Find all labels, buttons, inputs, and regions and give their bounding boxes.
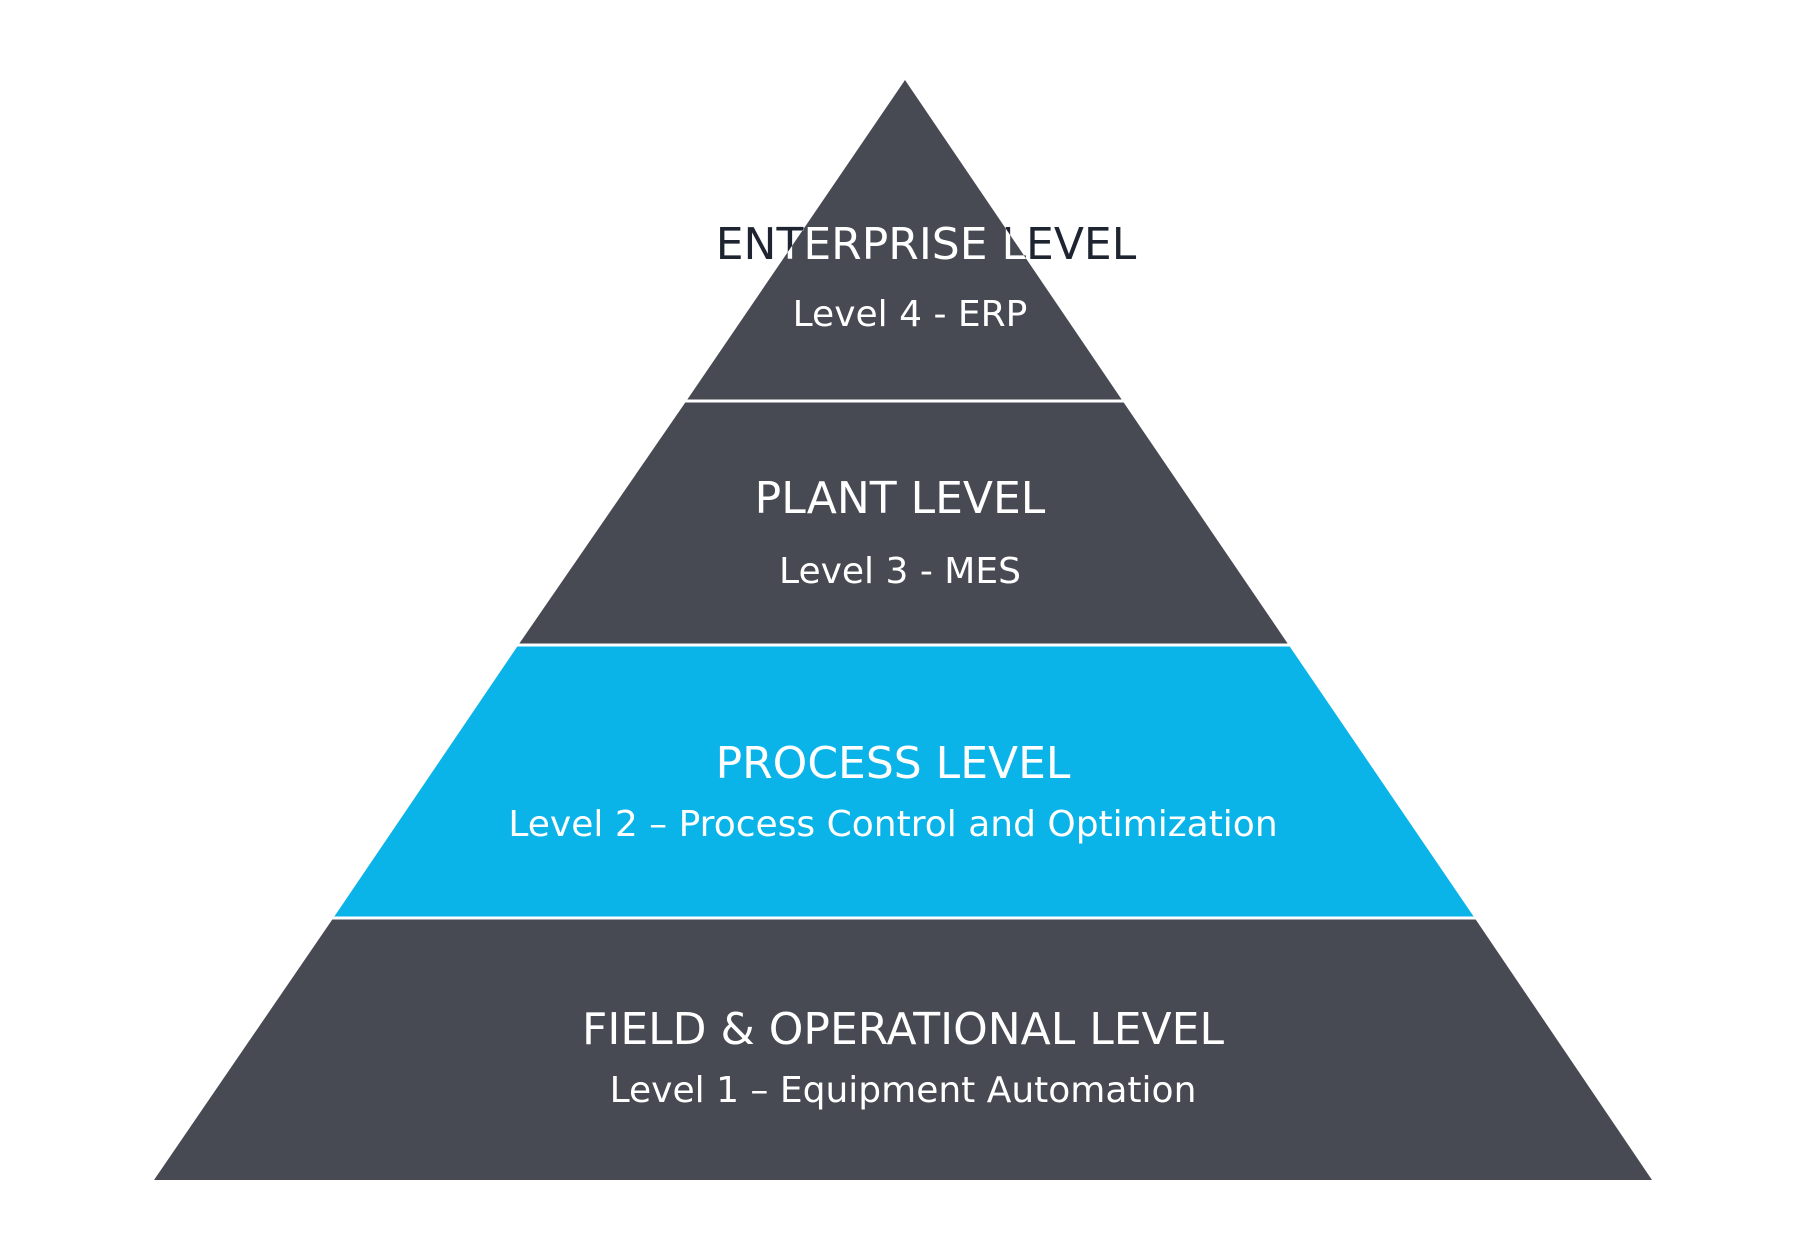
tier-process-shape — [334, 644, 1474, 917]
tier-plant-title: PLANT LEVEL — [755, 473, 1046, 524]
tier-plant-subtitle: Level 3 - MES — [779, 551, 1021, 592]
tier-plant-shape — [519, 400, 1288, 644]
tier-enterprise-subtitle: Level 4 - ERP — [793, 294, 1028, 335]
tier-process-subtitle: Level 2 – Process Control and Optimizati… — [508, 804, 1277, 845]
tier-process-title: PROCESS LEVEL — [716, 738, 1071, 789]
tier-field-shape — [154, 917, 1652, 1180]
tier-field-title: FIELD & OPERATIONAL LEVEL — [582, 1004, 1224, 1055]
tier-enterprise-shape — [687, 80, 1122, 400]
tier-field-subtitle: Level 1 – Equipment Automation — [610, 1070, 1197, 1111]
tier-enterprise-title: ENTERPRISE LEVEL — [716, 219, 1137, 270]
